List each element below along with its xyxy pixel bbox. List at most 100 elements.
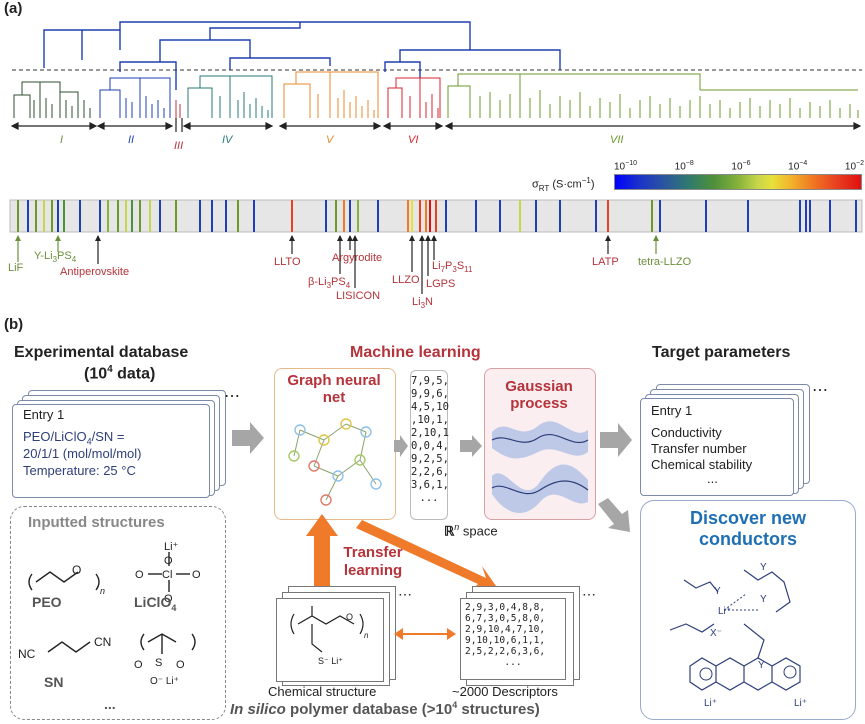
- arrow-gp-to-discover: [598, 498, 630, 532]
- ml-title: Machine learning: [350, 344, 481, 361]
- transfer-arrows: [306, 514, 496, 604]
- insilico-db-label: In silico polymer database (>104 structu…: [230, 700, 540, 718]
- svg-text:Li⁺: Li⁺: [794, 698, 807, 709]
- material-lisicon: LISICON: [336, 290, 381, 302]
- svg-text:S: S: [155, 657, 162, 669]
- vector-line: 4,5,10: [411, 401, 449, 413]
- cluster-label-I: I: [60, 134, 64, 146]
- svg-text:O: O: [164, 555, 173, 567]
- colorbar-quantity-sub: RT: [538, 183, 550, 193]
- cluster-IV-leaves: [187, 75, 273, 118]
- arrow-gp-to-target: [600, 423, 632, 457]
- liclo4-label: LiClO4: [134, 594, 177, 613]
- entry-line2: 20/1/1 (mol/mol/mol): [23, 446, 142, 461]
- panel-a-label: (a): [4, 0, 23, 17]
- material-latp: LATP: [592, 256, 619, 268]
- svg-text:O: O: [164, 593, 173, 605]
- target-card: Entry 1 Conductivity Transfer number Che…: [640, 398, 794, 496]
- colorbar-tick: 10−6: [731, 160, 751, 173]
- svg-text:Li⁺: Li⁺: [704, 698, 717, 709]
- descriptors-label: ~2000 Descriptors: [452, 684, 558, 699]
- cluster-label-VII: VII: [610, 134, 624, 146]
- cluster-label-IV: IV: [222, 134, 233, 146]
- colorbar-tick: 10−10: [614, 160, 637, 173]
- material-blips: β-Li3PS4: [308, 276, 351, 291]
- svg-text:Y: Y: [758, 660, 765, 671]
- material-lips: Li7P3S11: [432, 260, 473, 275]
- svg-text:Y: Y: [760, 562, 767, 573]
- svg-text:n: n: [364, 631, 369, 640]
- vector-line: 3,6,1,: [411, 479, 449, 491]
- arrow-gnn-to-vector: [394, 435, 408, 457]
- svg-text:n: n: [100, 586, 105, 596]
- desc-ellipsis: ⋯: [582, 586, 596, 602]
- vector-line: 0,0,4,: [411, 440, 449, 452]
- descriptor-line: 2,9,10,4,7,10,: [465, 624, 546, 635]
- molecule-drawings: O n Li⁺ O O Cl O O NC CN S O O O⁻ Li⁺: [18, 541, 201, 687]
- descriptor-line: 2,9,3,0,4,8,8,: [465, 602, 546, 613]
- target-item: Conductivity: [651, 425, 722, 440]
- material-antiperovskite: Antiperovskite: [60, 266, 130, 278]
- panel-b-label: (b): [4, 316, 24, 333]
- svg-text:NC: NC: [18, 647, 36, 661]
- svg-text:Y: Y: [714, 586, 721, 597]
- svg-text:S⁻ Li⁺: S⁻ Li⁺: [318, 656, 343, 666]
- colorbar-label: σRT (S·cm−1): [532, 176, 595, 193]
- discover-title: Discover new conductors: [689, 508, 807, 549]
- svg-text:O: O: [176, 659, 185, 671]
- chem-ellipsis: ⋯: [398, 586, 412, 602]
- descriptor-line: 2,5,2,2,6,3,6,: [465, 646, 546, 657]
- svg-text:O: O: [135, 569, 144, 581]
- gnn-title: Graph neural net: [287, 372, 381, 406]
- inputted-title: Inputted structures: [28, 514, 165, 531]
- rn-space-label: ℝn space: [444, 522, 498, 539]
- vector-line: 2,2,6,: [411, 466, 449, 478]
- cluster-II-leaves: [99, 77, 171, 118]
- material-tetra-llzo: tetra-LLZO: [638, 256, 692, 268]
- colorbar-tick: 10−4: [788, 160, 808, 173]
- cluster-VI-leaves: [387, 77, 441, 118]
- chem-card: [276, 598, 384, 682]
- colorbar-unit: (S·cm: [552, 178, 582, 191]
- descriptor-line-more: ...: [504, 657, 522, 668]
- dendrogram: [10, 21, 862, 132]
- exp-db-count: (104 data): [84, 364, 156, 383]
- target-ellipsis: ⋯: [812, 382, 828, 399]
- cluster-label-VI: VI: [408, 134, 419, 146]
- transfer-label: Transfer learning: [343, 544, 403, 579]
- entry-card: Entry 1 PEO/LiClO4/SN = 20/1/1 (mol/mol/…: [12, 404, 210, 498]
- material-pointers: [15, 235, 659, 294]
- colorbar-tick: 10−2: [844, 160, 864, 173]
- descriptor-line: 6,7,3,0,5,8,0,: [465, 613, 546, 624]
- cluster-label-V: V: [326, 134, 334, 146]
- material-li3n: Li3N: [412, 296, 433, 311]
- vector-line: 9,9,6,: [411, 388, 449, 400]
- vector-line: 7,9,5,: [411, 375, 449, 387]
- material-lif: LiF: [8, 262, 24, 274]
- colorbar-tick: 10−8: [674, 160, 694, 173]
- colorbar-unit-end: ): [590, 178, 595, 191]
- cluster-I-leaves: [13, 81, 91, 118]
- colorbar: [614, 174, 862, 190]
- svg-text:O⁻ Li⁺: O⁻ Li⁺: [150, 676, 179, 687]
- dendrogram-top-links: [43, 21, 561, 90]
- entry-line3: Temperature: 25 °C: [23, 463, 136, 478]
- cluster-VII-leaves: [447, 73, 859, 118]
- svg-text:Y: Y: [760, 594, 767, 605]
- svg-text:O: O: [346, 612, 353, 622]
- inputted-structures-box: [10, 506, 226, 720]
- cluster-range-arrows: [10, 118, 862, 132]
- svg-text:Cl: Cl: [162, 569, 172, 581]
- svg-text:O: O: [134, 659, 143, 671]
- colorbar-unit-sup: −1: [581, 176, 591, 185]
- cluster-III-leaves: [175, 100, 181, 118]
- svg-text:Li⁺: Li⁺: [164, 541, 179, 553]
- discover-molecules: Y Y Li⁺ Y X⁻ Y Li⁺ Li⁺: [669, 562, 807, 709]
- svg-text:CN: CN: [94, 635, 111, 649]
- vector-line: 2,10,1: [411, 427, 449, 439]
- arrow-vector-to-gp: [460, 435, 482, 457]
- cluster-label-III: III: [174, 140, 184, 152]
- sn-label: SN: [44, 674, 64, 690]
- svg-text:X⁻: X⁻: [710, 628, 722, 639]
- svg-text:O: O: [72, 563, 81, 577]
